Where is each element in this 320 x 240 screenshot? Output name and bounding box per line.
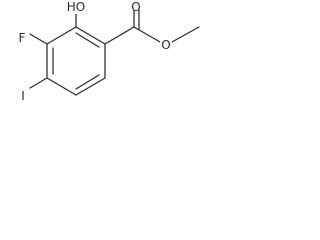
ring-bond-c1-c2 bbox=[75, 26, 106, 45]
ring-double-bond-c5-c6 bbox=[75, 74, 100, 90]
bond-ring-to-carbonyl-carbon bbox=[104, 26, 135, 45]
bond-ester-oxygen-to-methyl bbox=[171, 26, 200, 43]
ring-bond-c4-c5 bbox=[46, 77, 77, 96]
atom-label-fluorine: F bbox=[19, 31, 26, 45]
atom-fluorine: F bbox=[16, 31, 28, 45]
ring-double-bond-c1-c2 bbox=[75, 32, 100, 48]
bond-to-fluorine bbox=[29, 33, 48, 45]
atom-hydroxyl: HO bbox=[64, 0, 88, 14]
ring-bond-c5-c6 bbox=[75, 77, 106, 96]
atom-carbonyl-oxygen: O bbox=[131, 0, 140, 14]
bond-carbonyl-to-ester-oxygen bbox=[133, 26, 161, 43]
atom-label-ester-oxygen: O bbox=[161, 38, 170, 52]
atom-ester-oxygen: O bbox=[160, 38, 172, 52]
atom-label-hydroxyl: HO bbox=[67, 0, 85, 14]
bond-to-iodine bbox=[29, 77, 48, 89]
chemical-structure: HO F I O O bbox=[16, 0, 200, 103]
atom-label-iodine: I bbox=[21, 89, 25, 103]
atom-label-carbonyl-oxygen: O bbox=[131, 0, 140, 14]
benzene-ring bbox=[46, 26, 106, 96]
ring-bond-c2-c3 bbox=[46, 26, 77, 45]
atom-iodine: I bbox=[18, 89, 28, 103]
